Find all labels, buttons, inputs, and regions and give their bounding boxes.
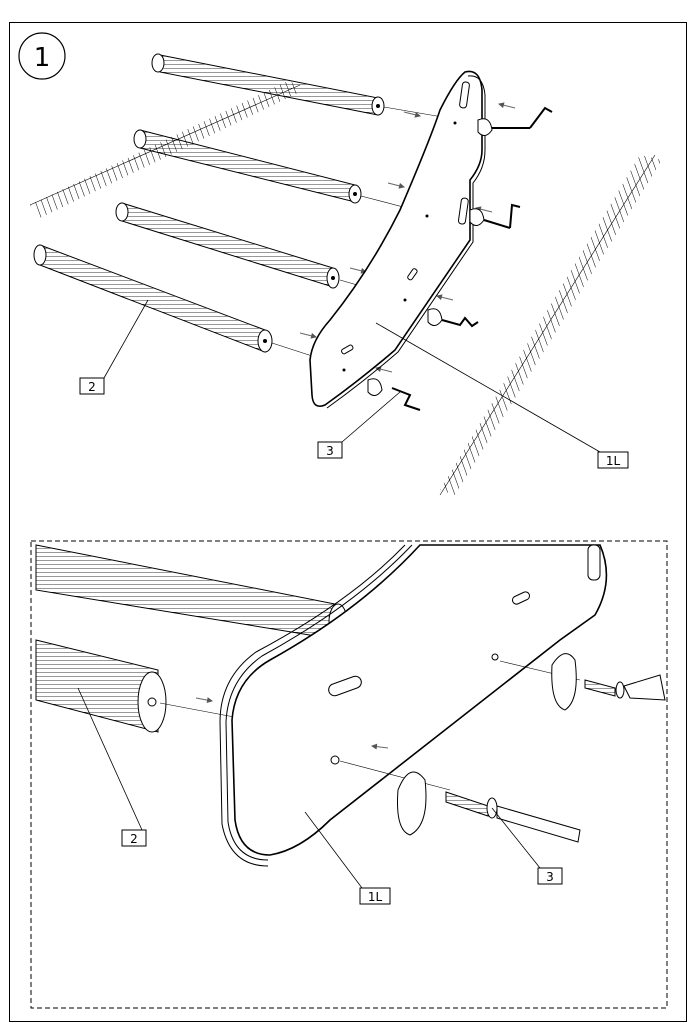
detail-insert-arrow (195, 697, 213, 704)
callout-bolt: 3 (317, 391, 401, 459)
instruction-sheet (9, 22, 687, 1022)
detail-callout-side-panel: 1L (304, 811, 391, 905)
detail-callout-bolt: 3 (491, 807, 563, 885)
step-number: 1 (34, 43, 51, 73)
callout-rod: 2 (79, 299, 149, 395)
detail-callout-side-panel-label: 1L (368, 890, 383, 904)
step-number-badge: 1 (18, 32, 66, 80)
callout-bolt-label: 3 (326, 444, 334, 458)
detail-callout-bolt-label: 3 (546, 870, 554, 884)
detail-side-panel (219, 544, 608, 867)
detail-view-frame (30, 540, 668, 1009)
detail-callout-rod: 2 (77, 687, 147, 847)
callout-side-panel: 1L (375, 322, 629, 469)
rod-3 (115, 202, 340, 289)
rod-4 (33, 244, 273, 353)
bolt-hardware (367, 106, 553, 411)
rod-2 (133, 129, 362, 204)
side-panel-1l (309, 70, 486, 409)
rod-1 (151, 53, 385, 116)
detail-rod-upper (35, 544, 348, 641)
callout-side-panel-label: 1L (606, 454, 621, 468)
callout-rod-label: 2 (88, 380, 96, 394)
detail-bolt-hardware (339, 653, 666, 843)
detail-rod-lower (35, 639, 167, 733)
detail-callout-rod-label: 2 (130, 832, 138, 846)
